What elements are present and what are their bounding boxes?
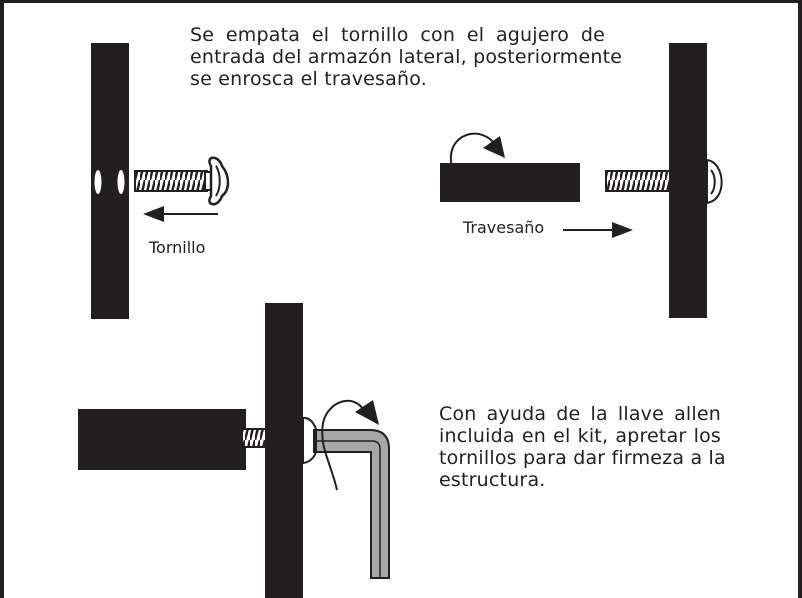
instruction-line: tornillos para dar firmeza a la (439, 447, 726, 469)
crossbar (78, 409, 246, 470)
allen-key-icon (313, 429, 390, 579)
right-arrow-icon (563, 222, 633, 238)
screw-label: Tornillo (149, 238, 206, 257)
left-arrow-icon (143, 206, 218, 222)
screw-head (706, 158, 723, 205)
tightening-rotation-arrow (321, 400, 379, 491)
instruction-line: entrada del armazón lateral, posteriorme… (190, 46, 623, 68)
screw-icon (605, 170, 673, 192)
rotation-arrow-icon (483, 136, 505, 158)
instruction-line: Con ayuda de la llave allen (439, 403, 721, 425)
rotation-arrow-icon (355, 400, 379, 425)
instruction-step-2: Con ayuda de la llave allen incluida en … (439, 403, 726, 491)
screw-icon (134, 156, 230, 206)
instruction-line: incluida en el kit, apretar los (439, 425, 721, 447)
instruction-step-1: Se empata el tornillo con el agujero de … (190, 24, 623, 90)
crossbar (440, 163, 580, 202)
screw-icon (241, 428, 269, 448)
side-frame-right (669, 43, 707, 318)
instruction-line: estructura. (439, 469, 546, 491)
frame-hole (94, 170, 102, 194)
side-frame-left (91, 43, 129, 319)
side-frame-bottom (265, 303, 303, 598)
crossbar-label: Travesaño (463, 218, 545, 237)
instruction-line: se enrosca el travesaño. (190, 68, 427, 90)
frame-hole (117, 170, 125, 194)
instruction-line: Se empata el tornillo con el agujero de (190, 24, 605, 46)
